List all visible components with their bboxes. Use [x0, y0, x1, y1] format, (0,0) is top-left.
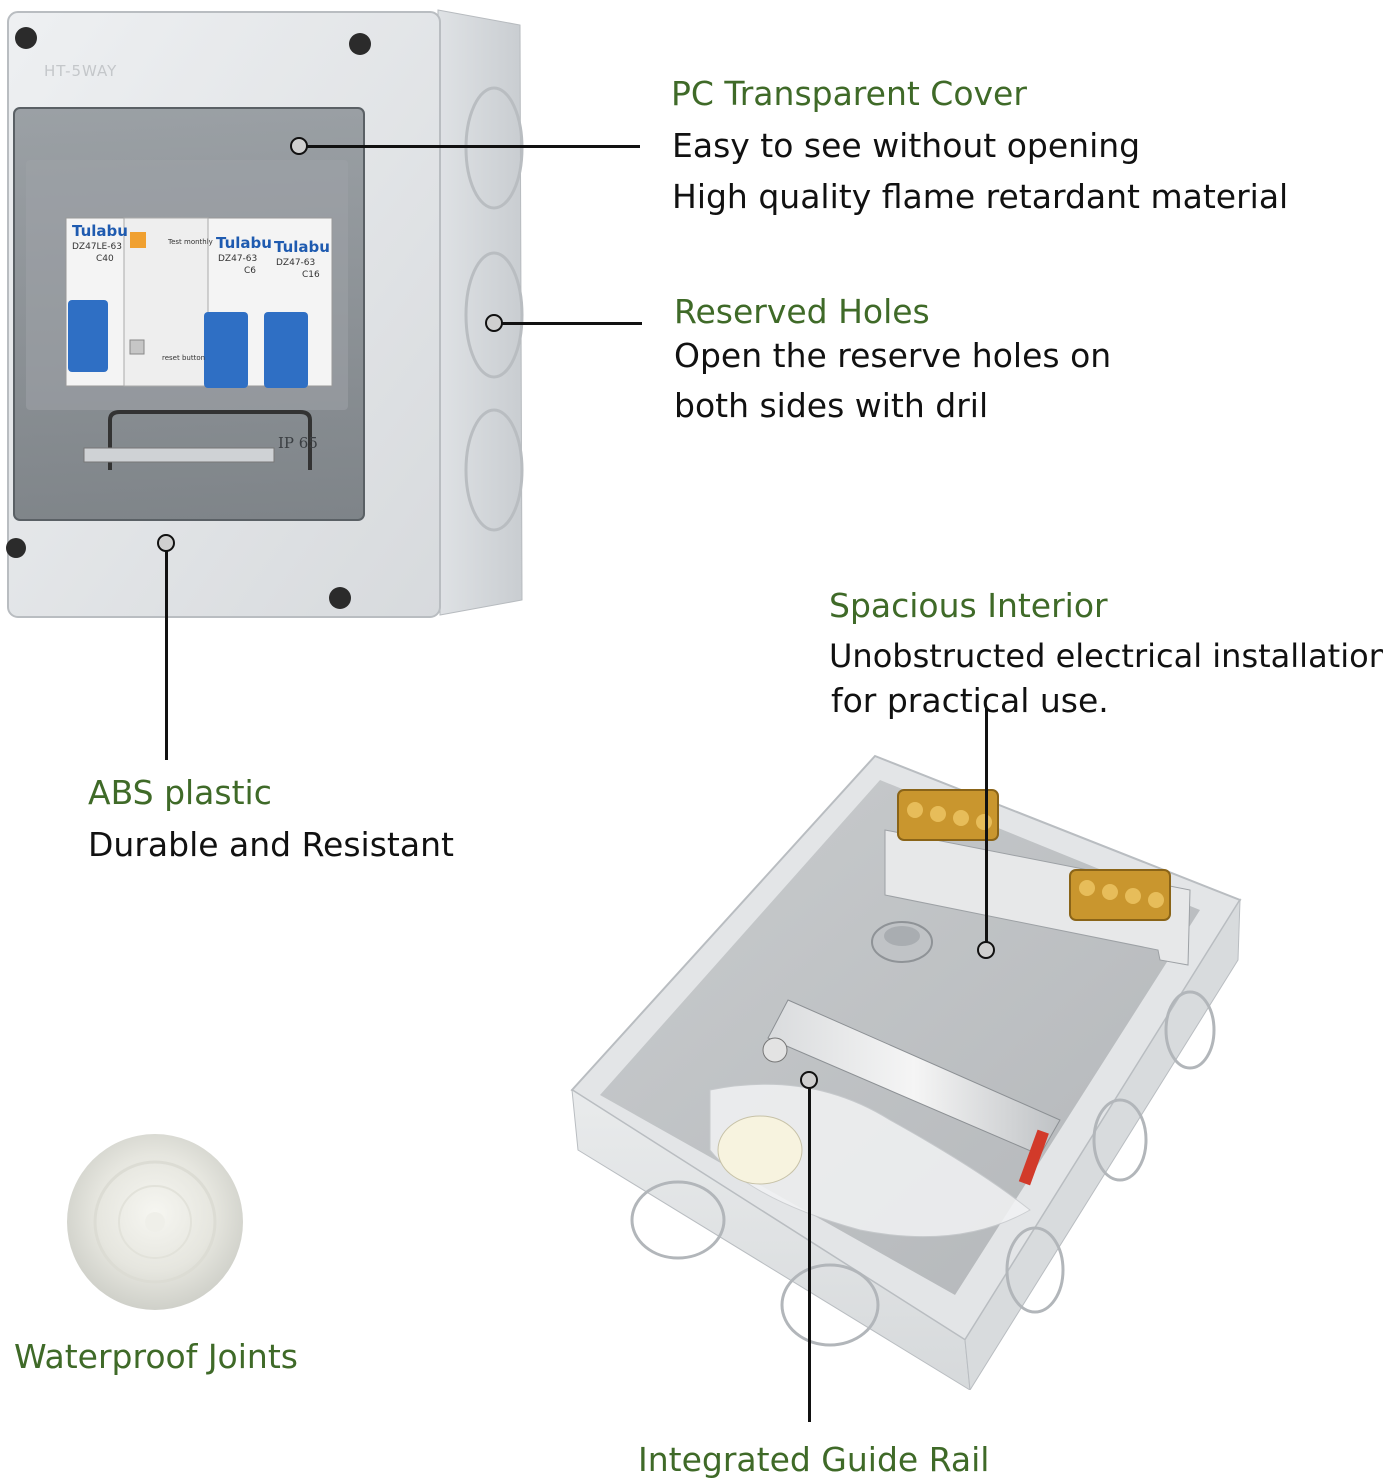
interior-title: Spacious Interior	[829, 586, 1108, 625]
holes-title: Reserved Holes	[674, 292, 930, 331]
breaker1-rating: C40	[96, 254, 114, 264]
rail-title: Integrated Guide Rail	[638, 1440, 990, 1479]
waterproof-joint-image	[67, 1134, 243, 1310]
abs-leader-line	[165, 545, 168, 760]
interior-line-1: Unobstructed electrical installation	[829, 637, 1383, 675]
cover-title: PC Transparent Cover	[671, 74, 1027, 113]
enclosure-open-image	[570, 754, 1242, 1390]
interior-leader-line	[985, 708, 988, 950]
joints-title: Waterproof Joints	[14, 1337, 298, 1376]
rcd-reset-label: reset button	[162, 354, 206, 362]
rail-leader-line	[808, 1080, 811, 1422]
embossed-ip-label: IP 65	[278, 434, 318, 452]
breaker3-rating: C16	[302, 270, 320, 280]
holes-line-1: Open the reserve holes on	[674, 336, 1112, 375]
interior-line-2: for practical use.	[831, 681, 1109, 720]
holes-leader-line	[494, 322, 642, 325]
cover-line-1: Easy to see without opening	[672, 126, 1141, 165]
cover-leader-dot	[290, 137, 308, 155]
breaker3-brand: Tulabu	[274, 238, 330, 256]
rcd-test-label: Test monthly	[168, 238, 213, 246]
embossed-model-label: HT-5WAY	[44, 62, 118, 80]
rail-leader-dot	[800, 1071, 818, 1089]
enclosure-closed-image	[6, 9, 524, 618]
breaker2-brand: Tulabu	[216, 234, 272, 252]
cover-leader-line	[300, 145, 640, 148]
interior-leader-dot	[977, 941, 995, 959]
abs-leader-dot	[157, 534, 175, 552]
breaker3-model: DZ47-63	[276, 258, 316, 268]
breaker2-rating: C6	[244, 266, 257, 276]
holes-line-2: both sides with dril	[674, 386, 989, 425]
abs-line-1: Durable and Resistant	[88, 825, 454, 864]
breaker1-brand: Tulabu	[72, 222, 128, 240]
abs-title: ABS plastic	[88, 773, 272, 812]
holes-leader-dot	[485, 314, 503, 332]
cover-line-2: High quality flame retardant material	[672, 177, 1289, 216]
breaker1-model: DZ47LE-63	[72, 242, 122, 252]
breaker2-model: DZ47-63	[218, 254, 258, 264]
